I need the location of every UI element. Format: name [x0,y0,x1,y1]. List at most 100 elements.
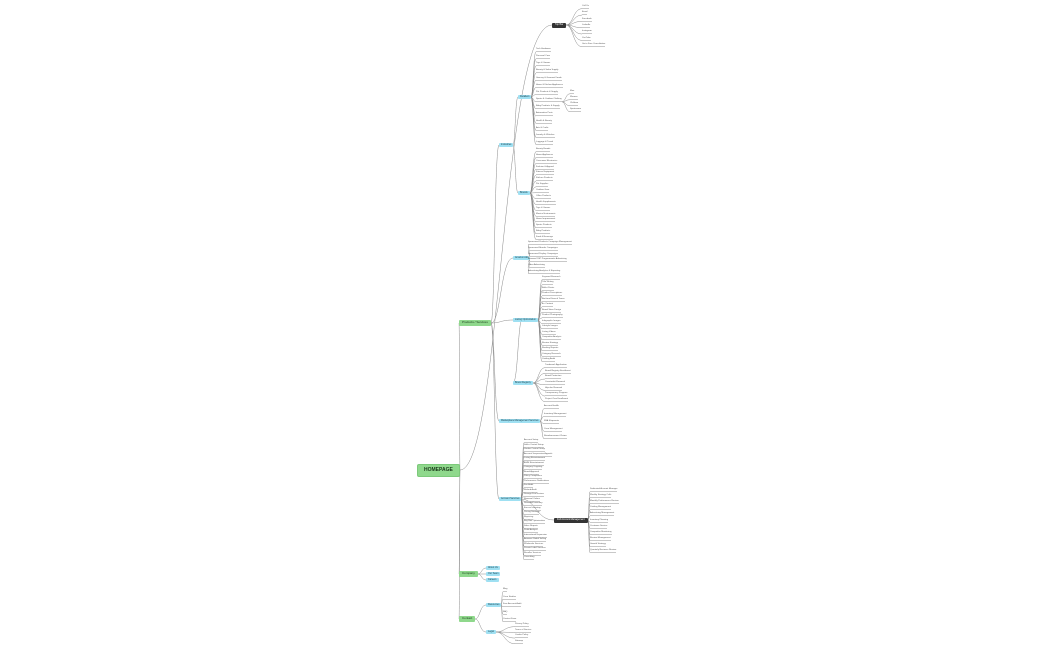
leaf-competitor-analysis-59[interactable]: Competitor Analysis [542,336,562,341]
leaf-asin-reinstatement-96[interactable]: ASIN Reinstatement [524,461,544,466]
leaf-dedicated-account-manager-80[interactable]: Dedicated Account Manager [590,488,618,492]
leaf-sports-products-36[interactable]: Sports Products [536,224,552,229]
leaf-privacy-policy-130[interactable]: Privacy Policy [515,623,529,627]
leaf-listing-reinstatement-95[interactable]: Listing Reinstatement [524,457,546,461]
l2-ads-39[interactable]: Amazon Ads [513,256,531,261]
leaf-seller-central-setup-92[interactable]: Seller Central Setup [524,443,544,448]
leaf-title-writing-49[interactable]: Title Writing [542,281,554,286]
leaf-growth-strategy-89[interactable]: Growth Strategy [590,542,606,547]
leaf-beauty-salon-supply-7[interactable]: Beauty & Salon Supply [536,69,559,74]
leaf-outdoor-gear-30[interactable]: Outdoor Gear [536,189,550,194]
leaf-a-content-53[interactable]: A+ Content [542,303,554,308]
l2-resources-123[interactable]: Resources [486,603,502,608]
leaf-musical-instruments-34[interactable]: Musical Instruments [536,212,556,217]
leaf-storage-fee-review-103[interactable]: Storage Fee Review [524,493,544,497]
leaf-home-appliances-24[interactable]: Home Appliances [536,153,554,158]
leaf-children-14[interactable]: Children [570,102,579,107]
leaf-quarterly-business-review-90[interactable]: Quarterly Business Review [590,549,617,553]
leaf-backend-search-terms-52[interactable]: Backend Search Terms [542,297,565,302]
leaf-consulting-117[interactable]: Consulting [524,556,535,560]
leaf-account-health-73[interactable]: Account Health [544,405,559,409]
leaf-pet-supplies-29[interactable]: Pet Supplies [536,183,549,188]
leaf-sponsored-brands-campaigns-41[interactable]: Sponsored Brands Campaigns [528,246,558,251]
leaf-repricing-108[interactable]: Repricing [524,515,534,520]
leaf-case-management-76[interactable]: Case Management [544,427,563,432]
leaf-wholesale-services-114[interactable]: Wholesale Services [524,542,544,547]
leaf-toys-games-6[interactable]: Toys & Games [536,62,551,67]
l1-contact-122[interactable]: Contact [459,616,476,622]
leaf-keyword-research-48[interactable]: Keyword Research [542,276,561,280]
leaf-private-label-services-115[interactable]: Private Label Services [524,547,546,551]
l2-about-119[interactable]: About Us [486,566,500,571]
leaf-cookie-policy-132[interactable]: Cookie Policy [515,634,529,639]
leaf-consumer-electronics-25[interactable]: Consumer Electronics [536,159,558,164]
leaf-refund-audit-102[interactable]: Refund Audit [524,488,537,493]
l1-top-134[interactable]: Top Bar [552,22,567,28]
leaf-reimbursement-claims-77[interactable]: Reimbursement Claims [544,435,567,439]
leaf-men-12[interactable]: Men [570,90,575,95]
leaf-linkedin-138[interactable]: LinkedIn [582,24,591,28]
l1-products-1[interactable]: Products / Services [459,320,491,326]
leaf-performance-notifications-100[interactable]: Performance Notifications [524,479,550,484]
leaf-catalog-management-83[interactable]: Catalog Management [590,506,611,511]
leaf-account-suspension-appeals-94[interactable]: Account Suspension Appeals [524,452,553,457]
leaf-hijacker-removal-69[interactable]: Hijacker Removal [545,386,563,391]
leaf-jewelry-watches-20[interactable]: Jewelry & Watches [536,133,555,138]
leaf-listing-videos-58[interactable]: Listing Videos [542,330,556,335]
root-0[interactable]: HOMEPAGE [417,463,460,477]
leaf-international-expansion-112[interactable]: International Expansion [524,533,547,538]
leaf-women-13[interactable]: Women [570,96,578,101]
leaf-instagram-139[interactable]: Instagram [582,30,592,35]
leaf-amazon-dsp-programmatic-advertising-43[interactable]: Amazon DSP Programmatic Advertising [528,258,567,263]
leaf-sponsored-products-campaign-management-40[interactable]: Sponsored Products Campaign Management [528,241,572,245]
leaf-video-advertising-44[interactable]: Video Advertising [528,264,545,269]
leaf-bullet-points-50[interactable]: Bullet Points [542,286,555,291]
leaf-baby-products-supply-16[interactable]: Baby Products & Supply [536,105,560,110]
leaf-review-strategy-60[interactable]: Review Strategy [542,341,558,346]
leaf-personal-care-5[interactable]: Personal Care [536,55,550,60]
leaf-monthly-performance-review-82[interactable]: Monthly Performance Review [590,500,619,505]
leaf-catalog-audit-63[interactable]: Catalog Audit [542,358,556,362]
leaf-profit-analysis-111[interactable]: Profit Analysis [524,529,538,533]
leaf-lifestyle-images-57[interactable]: Lifestyle Images [542,325,558,330]
leaf-inventory-management-74[interactable]: Inventory Management [544,412,567,417]
leaf-sponsored-display-campaigns-42[interactable]: Sponsored Display Campaigns [528,252,559,257]
leaf-get-a-free-consultation-141[interactable]: Get a Free Consultation [582,43,606,47]
leaf-removal-orders-104[interactable]: Removal Orders [524,497,540,502]
leaf-category-ungating-97[interactable]: Category Ungating [524,466,543,470]
l2-industries-2[interactable]: Industries [499,143,514,148]
leaf-advertising-management-84[interactable]: Advertising Management [590,512,615,517]
leaf-sitemap-133[interactable]: Sitemap [515,640,524,644]
leaf-toys-games-33[interactable]: Toys & Games [536,206,551,211]
leaf-free-account-audit-126[interactable]: Free Account Audit [503,603,522,607]
leaf-home-kitchen-appliances-9[interactable]: Home & Kitchen Appliances [536,83,563,88]
leaf-brand-protection-67[interactable]: Brand Protection [545,375,562,380]
leaf-advertising-analytics-reporting-45[interactable]: Advertising Analytics & Reporting [528,270,561,274]
leaf-weekly-strategy-calls-81[interactable]: Weekly Strategy Calls [590,494,612,499]
leaf-tech-hardware-4[interactable]: Tech Hardware [536,48,551,52]
leaf-fashion-apparel-26[interactable]: Fashion & Apparel [536,165,554,170]
leaf-vendor-central-setup-93[interactable]: Vendor Central Setup [524,448,545,452]
leaf-infographic-images-56[interactable]: Infographic Images [542,319,561,324]
leaf-kitchen-products-28[interactable]: Kitchen Products [536,177,553,182]
leaf-case-studies-125[interactable]: Case Studies [503,595,517,600]
leaf-food-beverage-38[interactable]: Food & Beverage [536,236,554,240]
leaf-pet-products-supply-10[interactable]: Pet Products & Supply [536,90,558,95]
leaf-counterfeit-removal-68[interactable]: Counterfeit Removal [545,381,565,385]
leaf-product-photography-55[interactable]: Product Photography [542,314,563,319]
leaf-policy-compliance-99[interactable]: Policy Compliance [524,475,542,479]
leaf-youtube-140[interactable]: YouTube [582,36,591,41]
l1-company-118[interactable]: Company [459,571,478,577]
leaf-amazon-global-selling-113[interactable]: Amazon Global Selling [524,538,547,542]
leaf-brand-approval-98[interactable]: Brand Approval [524,470,539,475]
leaf-category-research-62[interactable]: Category Research [542,352,561,357]
leaf-arts-crafts-19[interactable]: Arts & Crafts [536,126,549,131]
leaf-sales-reports-110[interactable]: Sales Reports [524,524,538,529]
leaf-call-us-135[interactable]: Call Us [582,5,590,9]
leaf-sports-outdoor-clothing-11[interactable]: Sports & Outdoor Clothing [536,98,562,103]
leaf-account-setup-91[interactable]: Account Setup [524,439,539,443]
l2-account-78[interactable]: Account Services [499,497,522,502]
leaf-luggage-travel-21[interactable]: Luggage & Travel [536,141,554,145]
leaf-inventory-planning-85[interactable]: Inventory Planning [590,518,609,523]
l3-dark-79[interactable]: Full Account Management [554,517,588,523]
